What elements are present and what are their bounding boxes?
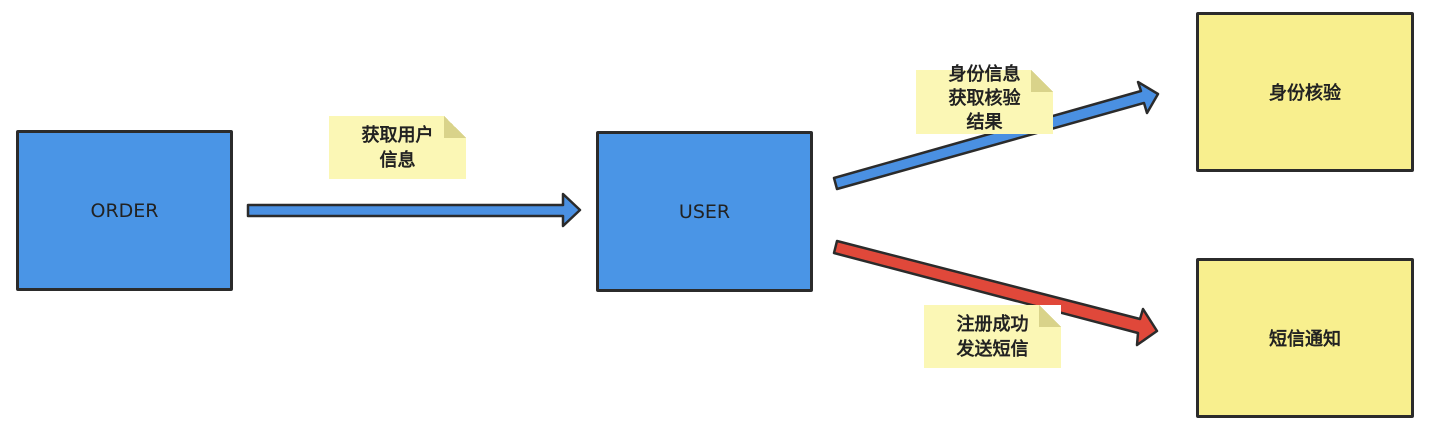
user-service-label: USER [678, 200, 731, 223]
note-fold-corner [1031, 70, 1053, 92]
arrow-order-to-user [246, 192, 582, 228]
order-service-label: ORDER [90, 199, 159, 222]
note-get-user-info-text: 获取用户 信息 [361, 124, 434, 171]
identity-check-label: 身份核验 [1269, 83, 1341, 104]
arrow-user-to-identity-check [832, 80, 1160, 191]
note-register-sms: 注册成功 发送短信 [924, 305, 1061, 368]
identity-check-box: 身份核验 [1196, 12, 1414, 172]
sms-notice-box: 短信通知 [1196, 258, 1414, 418]
note-get-user-info: 获取用户 信息 [329, 116, 466, 179]
order-service-box: ORDER [16, 130, 233, 291]
sms-notice-label: 短信通知 [1269, 329, 1341, 350]
note-fold-corner [1039, 305, 1061, 327]
note-identity-result-text: 身份信息 获取核验 结果 [948, 64, 1021, 133]
arrow-user-to-sms-notice [832, 239, 1159, 347]
note-fold-corner [444, 116, 466, 138]
note-register-sms-text: 注册成功 发送短信 [956, 313, 1029, 360]
user-service-box: USER [596, 131, 813, 292]
note-identity-result: 身份信息 获取核验 结果 [916, 64, 1053, 134]
